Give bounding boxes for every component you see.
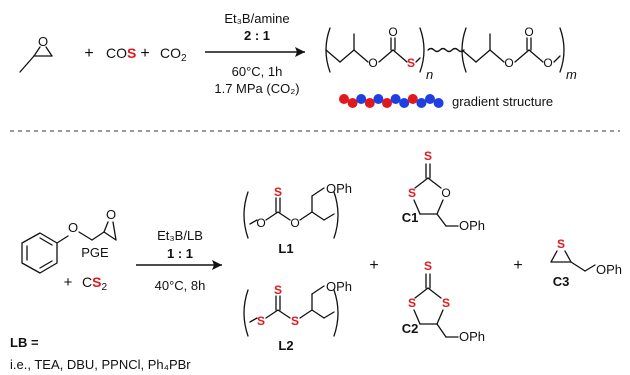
bottom-arrow-head [212,260,222,270]
c2-label: C2 [402,321,419,336]
c2-ring-sulfur-right: S [442,296,450,310]
lb-title: LB = [10,335,39,350]
gradient-bead [356,94,367,104]
gradient-bead [373,94,384,104]
gradient-bead [382,98,392,108]
thio-sulfur: S [407,56,415,70]
gradient-bead [425,94,435,104]
c2-oph: OPh [459,329,485,344]
l2-structure: S S S OPh [243,279,352,337]
l1-label: L1 [278,241,293,256]
c3-sulfur: S [557,237,565,251]
c2-ring-sulfur-left: S [408,296,416,310]
top-condition-temp-time: 60°C, 1h [232,64,283,79]
gradient-bead [347,98,358,108]
carbonate-oxygen-2: O [543,56,552,70]
c1-label: C1 [402,210,419,225]
top-condition-pressure: 1.7 MPa (CO₂) [214,81,299,96]
c1-ring-sulfur: S [408,186,416,200]
gradient-bead [390,94,401,104]
gradient-bead [416,98,427,108]
bottom-condition-temp-time: 40°C, 8h [155,278,206,293]
thio-ester-oxygen: O [368,56,377,70]
c1-structure: S S O OPh [408,149,485,233]
c1-ring-oxygen: O [441,186,450,200]
l2-thiocarbonyl-sulfur: S [274,283,282,297]
l2-oph: OPh [326,279,352,294]
propylene-oxide-structure: O [19,34,53,73]
plus-sign: + [369,257,378,274]
n-subscript: n [426,67,433,82]
bottom-condition-catalyst: Et₃B/LB [157,228,203,243]
cos-reagent: COS [106,45,136,61]
l1-oxygen-1: O [256,216,265,230]
l2-label: L2 [278,338,293,353]
c3-structure: S OPh [550,237,622,277]
c1-exo-sulfur: S [424,149,432,163]
l1-oph: OPh [326,181,352,196]
gradient-bead [339,94,349,104]
copolymer-structure: O O S n O O O m [325,25,577,82]
carbonate-carbonyl-oxygen: O [524,25,533,39]
top-arrow-head [295,47,305,57]
l1-oxygen-2: O [290,216,299,230]
pge-structure: O O [21,207,117,274]
pge-epoxide-oxygen: O [106,207,116,222]
bottom-condition-ratio: 1 : 1 [167,246,193,261]
cs2-reagent: CS2 [82,274,107,293]
plus-sign: + [513,257,522,274]
c2-exo-sulfur: S [424,259,432,273]
l1-structure: O S O OPh [243,181,352,239]
gradient-bead-chain [339,94,444,108]
l1-thiocarbonyl-sulfur: S [274,185,282,199]
c3-oph: OPh [596,262,622,277]
gradient-bead [399,98,410,108]
gradient-bead [433,98,444,108]
plus-sign: + [84,45,93,62]
co2-reagent: CO2 [160,45,187,64]
gradient-structure-label: gradient structure [452,94,553,109]
top-condition-ratio: 2 : 1 [244,28,270,43]
m-subscript: m [566,67,577,82]
gradient-bead [407,94,418,104]
l2-sulfur-1: S [257,314,265,328]
plus-sign: + [64,274,73,291]
pge-ether-oxygen: O [68,220,78,235]
top-condition-catalyst: Et₃B/amine [224,11,289,26]
c2-structure: S S S OPh [408,259,485,344]
c1-oph: OPh [459,218,485,233]
plus-sign: + [140,45,149,62]
gradient-bead [364,98,375,108]
pge-label: PGE [81,245,109,260]
lb-examples: i.e., TEA, DBU, PPNCl, Ph₄PBr [10,357,191,372]
c3-label: C3 [553,274,570,289]
epoxide-oxygen: O [38,34,48,49]
thio-carbonyl-oxygen: O [388,25,397,39]
l2-sulfur-2: S [291,314,299,328]
carbonate-oxygen-1: O [504,56,513,70]
